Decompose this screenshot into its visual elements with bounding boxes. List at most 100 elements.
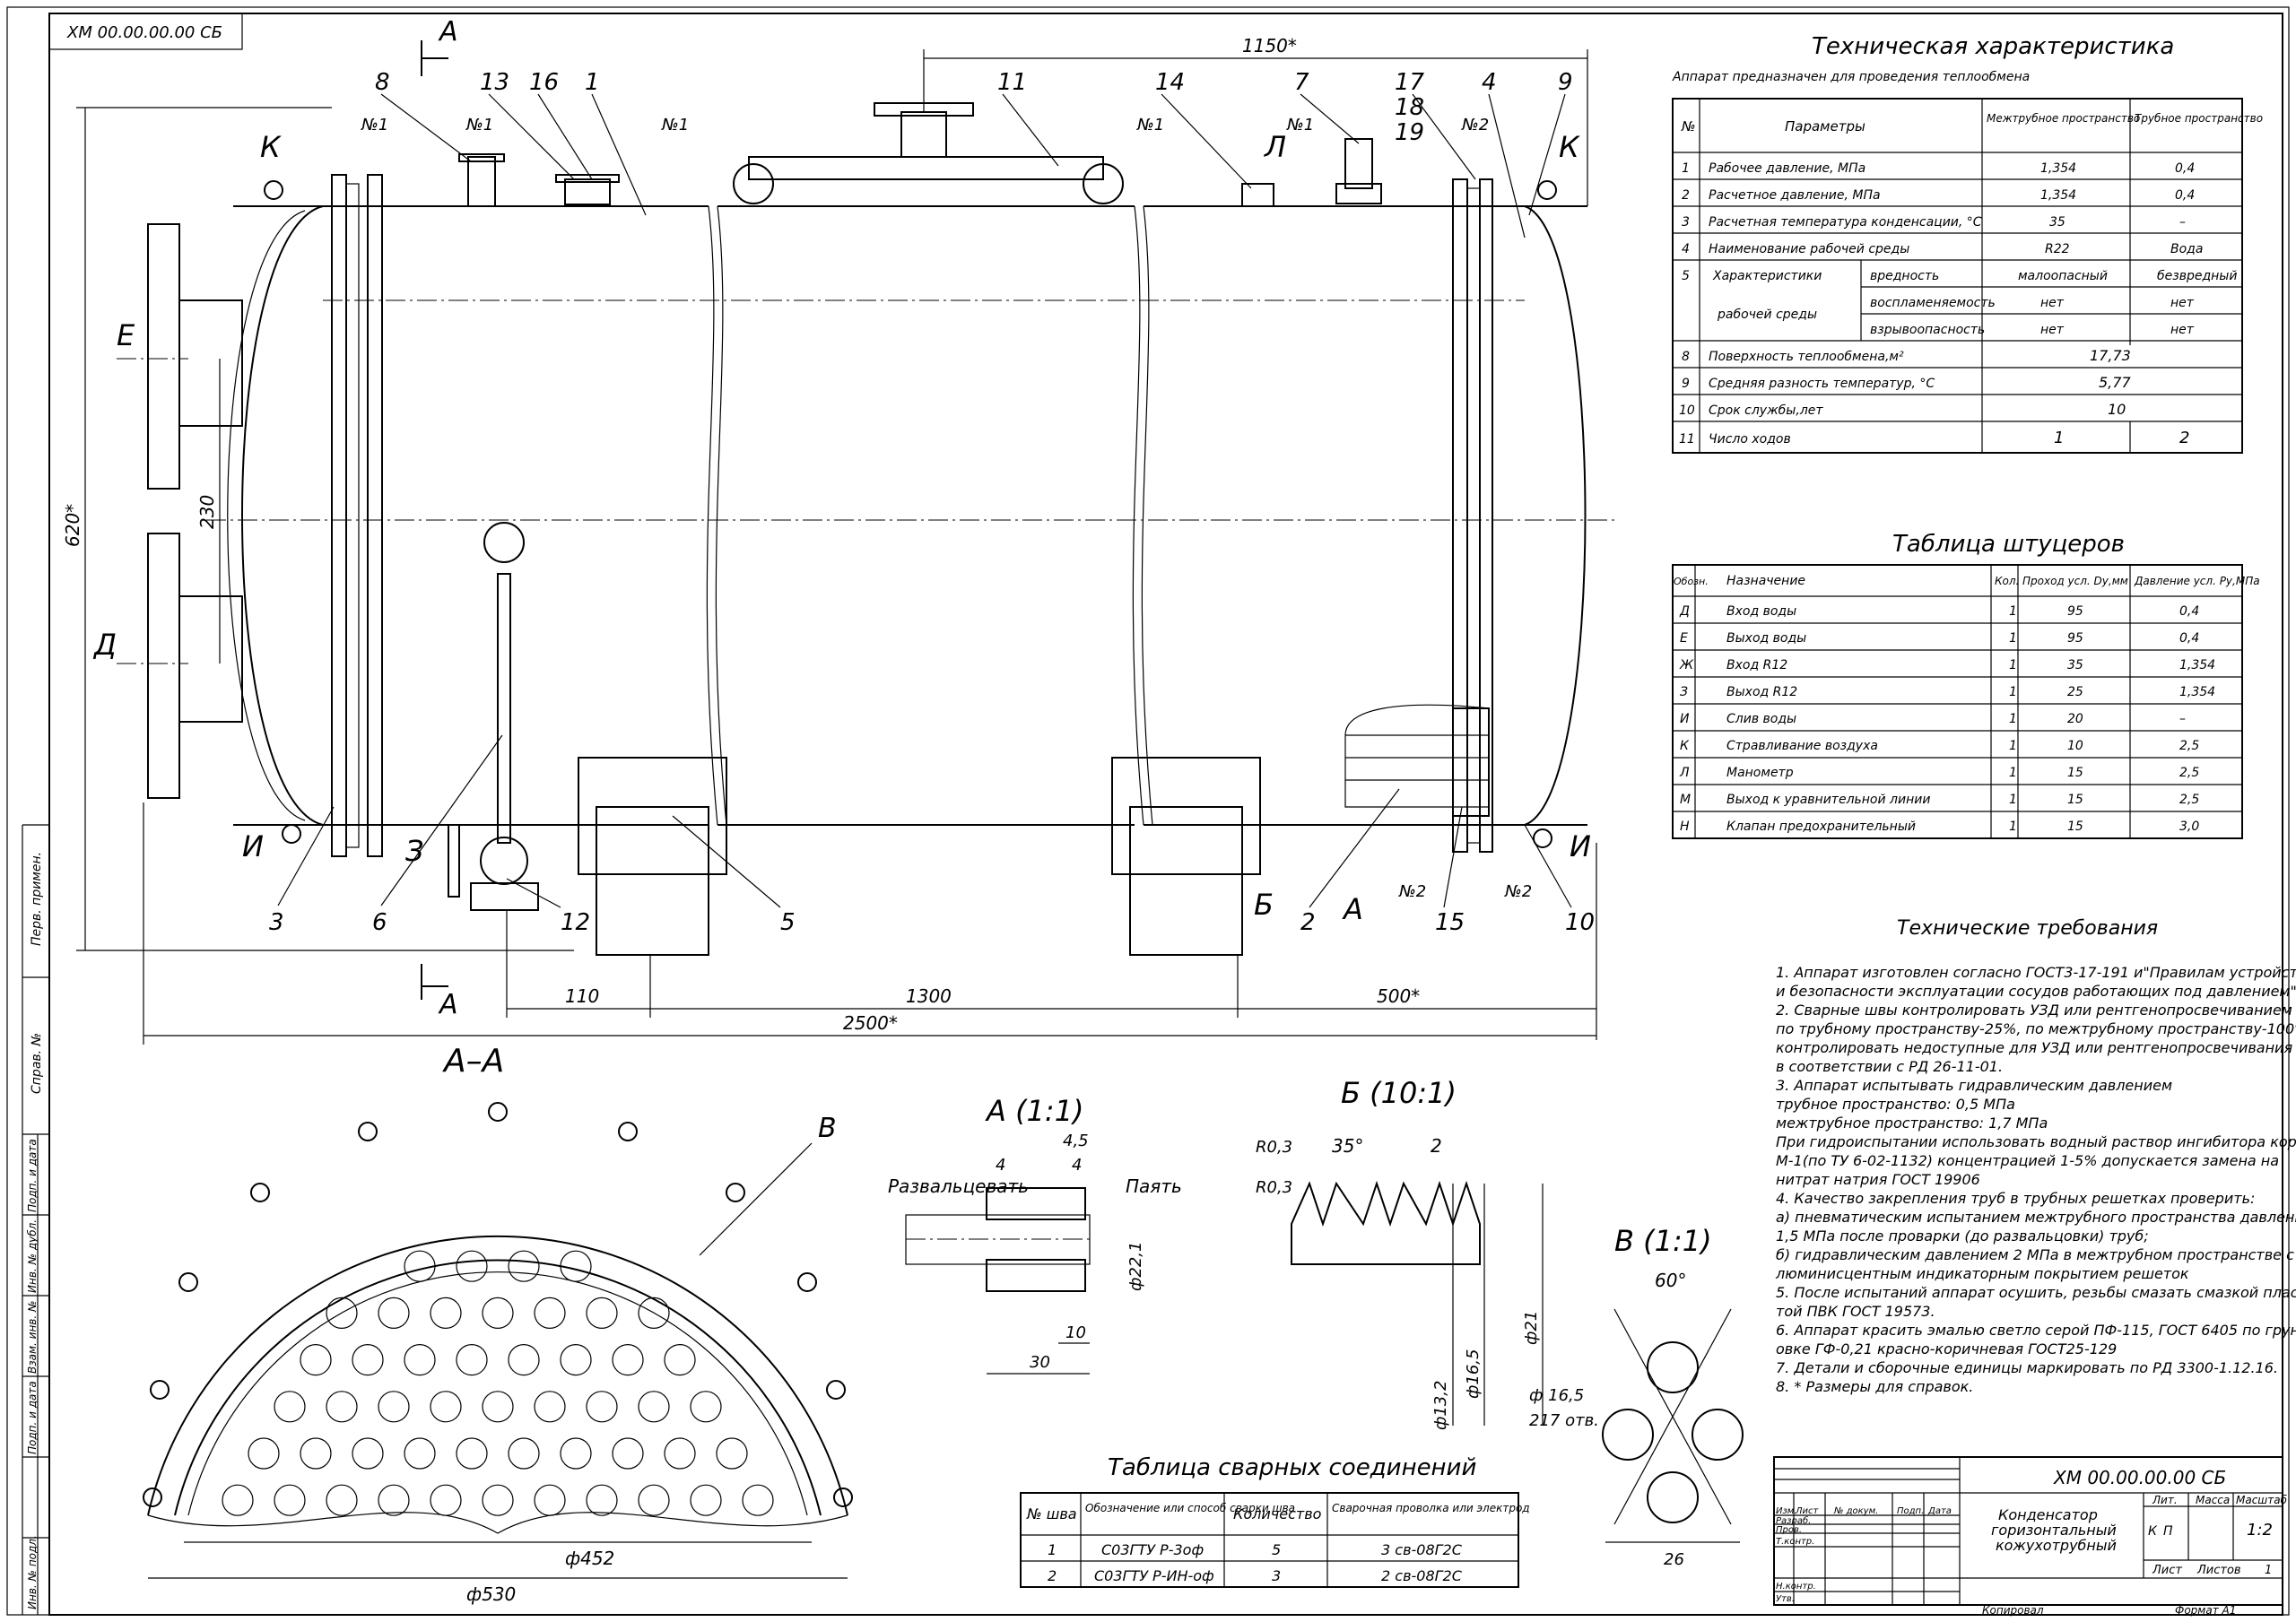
port-k-left: К [260, 130, 282, 164]
nozzle-cell: Клапан предохранительный [1726, 820, 1916, 834]
nozzle-cell: 1 [2009, 766, 2017, 780]
requirement-line: по трубному пространству-25%, по межтруб… [1776, 1020, 2296, 1037]
tube-hole [716, 1437, 748, 1470]
tube-hole [430, 1297, 462, 1330]
inner-frame [48, 13, 2283, 1616]
requirement-line: 2. Сварные швы контролировать УЗД или ре… [1776, 1002, 2296, 1019]
tube-hole [664, 1437, 696, 1470]
svg-text:взрывоопасность: взрывоопасность [1870, 323, 1985, 337]
tube-hole [482, 1297, 514, 1330]
svg-text:2: 2 [1048, 1567, 1057, 1584]
nozzle-cell: 1 [2009, 820, 2017, 834]
tc-row-10: 10 Срок службы,лет 10 [1679, 401, 2126, 418]
requirement-line: При гидроиспытании использовать водный р… [1776, 1133, 2296, 1150]
tb-tkontr: Т.контр. [1776, 1537, 1814, 1547]
tube-hole [586, 1297, 618, 1330]
weld-header-2: Количество [1233, 1505, 1322, 1522]
nozzles-table: Таблица штуцеров Обозн. Назначение Кол. … [1672, 531, 2260, 839]
tb-name-2: горизонтальный [1991, 1522, 2117, 1539]
dim-110: 110 [565, 985, 599, 1007]
svg-text:R22: R22 [2045, 242, 2070, 256]
nozzle-cell: З [1680, 685, 1688, 699]
tube-hole [248, 1437, 280, 1470]
detail-a-dim-4b: 4 [1072, 1156, 1082, 1175]
detail-a-dim-30: 30 [1030, 1353, 1050, 1372]
tube-hole [586, 1484, 618, 1516]
stamp-code: ХМ 00.00.00.00 СБ [66, 23, 222, 42]
nozzle-cell: 2,5 [2179, 793, 2199, 807]
nozzle-cell: 1 [2009, 658, 2017, 672]
tube-hole [534, 1297, 566, 1330]
nozzle-cell: Е [1680, 631, 1688, 646]
requirement-line: овке ГФ-0,21 красно-коричневая ГОСТ25-12… [1776, 1340, 2117, 1357]
svg-text:2: 2 [1682, 188, 1690, 203]
callout-10: 10 [1565, 909, 1595, 936]
nozzle-cell: Вход R12 [1726, 658, 1787, 672]
tc-row-4: 4 Наименование рабочей среды R22 Вода [1682, 242, 2203, 256]
nozzle-cell: Манометр [1726, 766, 1794, 780]
svg-text:1,354: 1,354 [2040, 188, 2076, 203]
callout-16: 16 [529, 69, 559, 96]
requirement-line: 1. Аппарат изготовлен согласно ГОСТ3-17-… [1776, 964, 2296, 981]
svg-text:Расчетная температура конденса: Расчетная температура конденсации, °С [1709, 215, 1982, 230]
port-z: З [405, 834, 424, 868]
svg-text:8: 8 [1682, 350, 1690, 364]
nozzle-cell: 95 [2067, 631, 2083, 646]
nozzle-cell: 15 [2067, 820, 2083, 834]
requirements-title: Технические требования [1897, 917, 2158, 940]
nozzle-cell: Выход к уравнительной линии [1726, 793, 1930, 807]
svg-text:Вода: Вода [2170, 242, 2203, 256]
port-i-right: И [1570, 829, 1591, 863]
requirement-line: 3. Аппарат испытывать гидравлическим дав… [1776, 1077, 2172, 1094]
detail-b-d165: ф16,5 [1464, 1349, 1483, 1399]
svg-text:С03ГТУ Р-ИН-оф: С03ГТУ Р-ИН-оф [1094, 1567, 1214, 1584]
port-i-left: И [242, 829, 264, 863]
tb-code: ХМ 00.00.00.00 СБ [2053, 1467, 2226, 1488]
detail-a-payat: Паять [1126, 1175, 1182, 1197]
tb-p: П [2163, 1524, 2173, 1539]
nozzle-cell: М [1680, 793, 1691, 807]
requirement-line: а) пневматическим испытанием межтрубного… [1776, 1209, 2296, 1226]
callout-13: 13 [480, 69, 509, 96]
tc-header-tube: Трубное пространство [2135, 112, 2263, 125]
svg-text:1,354: 1,354 [2040, 161, 2076, 176]
svg-text:рабочей среды: рабочей среды [1717, 308, 1817, 322]
tb-prov: Пров. [1776, 1525, 1802, 1535]
svg-text:–: – [2179, 215, 2186, 230]
requirement-line: трубное пространство: 0,5 МПа [1776, 1096, 2015, 1113]
tube-hole [456, 1250, 488, 1282]
detail-b: Б (10:1) R0,3 R0,3 35° 2 ф21 ф16,5 ф13,2 [1256, 1076, 1544, 1430]
tube-hole [586, 1391, 618, 1423]
tube-hole [638, 1484, 670, 1516]
svg-text:2 св-08Г2С: 2 св-08Г2С [1381, 1567, 1463, 1584]
side-stamp-3: Подп. и дата [26, 1139, 39, 1212]
svg-text:9: 9 [1682, 377, 1690, 391]
tube-hole [508, 1343, 540, 1376]
dim-452: ф452 [565, 1548, 614, 1569]
dim-1150: 1150* [1242, 35, 1297, 56]
tube-hole [534, 1484, 566, 1516]
tc-row-2: 2 Расчетное давление, МПа 1,354 0,4 [1682, 188, 2195, 203]
detail-a-dim-22: ф22,1 [1126, 1242, 1145, 1291]
tube-array [222, 1250, 774, 1516]
tube-hole [560, 1250, 592, 1282]
tc-row-11: 11 Число ходов 1 2 [1679, 429, 2189, 447]
svg-text:10: 10 [1679, 403, 1695, 418]
nozzle-cell: Л [1679, 766, 1690, 780]
callout-9: 9 [1558, 69, 1573, 96]
requirement-line: 8. * Размеры для справок. [1776, 1378, 1973, 1395]
callout-3: 3 [269, 909, 284, 936]
nozzle-cell: Ж [1679, 658, 1694, 672]
requirement-line: контролировать недоступные для УЗД или р… [1776, 1039, 2296, 1056]
tube-hole [560, 1343, 592, 1376]
callout-12: 12 [561, 909, 590, 936]
svg-text:нет: нет [2040, 296, 2065, 310]
svg-text:0,4: 0,4 [2175, 188, 2195, 203]
nozzle-cell: 95 [2067, 604, 2083, 619]
tb-listov: Листов [2196, 1564, 2241, 1577]
tb-listov-val: 1 [2265, 1564, 2272, 1577]
tb-name-1: Конденсатор [1998, 1506, 2098, 1523]
tc-row-9: 9 Средняя разность температур, °С 5,77 [1682, 374, 2131, 391]
tube-hole [326, 1391, 358, 1423]
